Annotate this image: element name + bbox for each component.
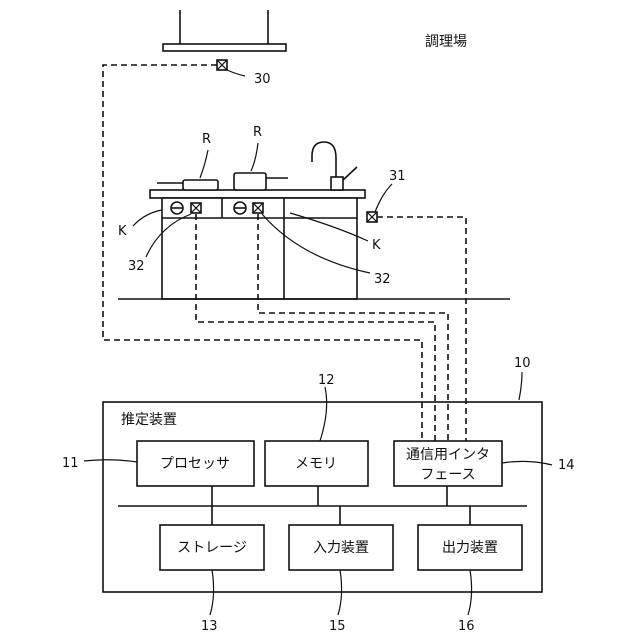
estimation-device-title: 推定装置 — [121, 412, 177, 428]
ref-label-K-left: K — [118, 224, 127, 239]
ref-label-14: 14 — [558, 458, 575, 473]
ref-label-R-left: R — [202, 132, 211, 147]
ref-label-R-right: R — [253, 125, 262, 140]
ref-label-11: 11 — [62, 456, 79, 471]
range-hood — [163, 10, 286, 51]
processor-label: プロセッサ — [160, 456, 230, 472]
ref-label-12: 12 — [318, 373, 335, 388]
ref-label-32-right: 32 — [374, 272, 391, 287]
leader-R-left — [200, 150, 208, 178]
ref-label-13: 13 — [201, 619, 218, 634]
ceiling-camera-icon — [217, 60, 227, 70]
leader-12 — [320, 387, 327, 441]
leader-11 — [84, 460, 137, 462]
leader-R-right — [251, 143, 258, 171]
ref-label-16: 16 — [458, 619, 475, 634]
leader-31 — [375, 184, 392, 212]
stove-knob-right-icon — [234, 202, 246, 214]
ref-label-15: 15 — [329, 619, 346, 634]
ref-label-30: 30 — [254, 72, 271, 87]
leader-30 — [227, 70, 245, 76]
memory-label: メモリ — [295, 456, 337, 472]
leader-10 — [519, 372, 522, 400]
cooking-pot-icon — [234, 173, 288, 190]
ref-label-K-right: K — [372, 238, 381, 253]
heat-sensor-right-icon — [253, 203, 263, 213]
faucet-icon — [312, 142, 357, 190]
leader-14 — [502, 461, 552, 465]
ref-label-32-left: 32 — [128, 259, 145, 274]
leader-K-left — [133, 210, 162, 226]
comm-interface-label-line1: 通信用インタ — [406, 447, 490, 463]
heat-sensor-left-icon — [191, 203, 201, 213]
ref-label-10: 10 — [514, 356, 531, 371]
frying-pan-icon — [157, 180, 218, 190]
output-device-label: 出力装置 — [442, 540, 498, 556]
input-device-label: 入力装置 — [313, 540, 369, 556]
stove-knob-left-icon — [171, 202, 183, 214]
wall-camera-icon — [367, 212, 377, 222]
ref-label-31: 31 — [389, 169, 406, 184]
scene-title: 調理場 — [425, 34, 467, 50]
storage-label: ストレージ — [177, 540, 247, 556]
comm-interface-label-line2: フェース — [420, 467, 475, 483]
